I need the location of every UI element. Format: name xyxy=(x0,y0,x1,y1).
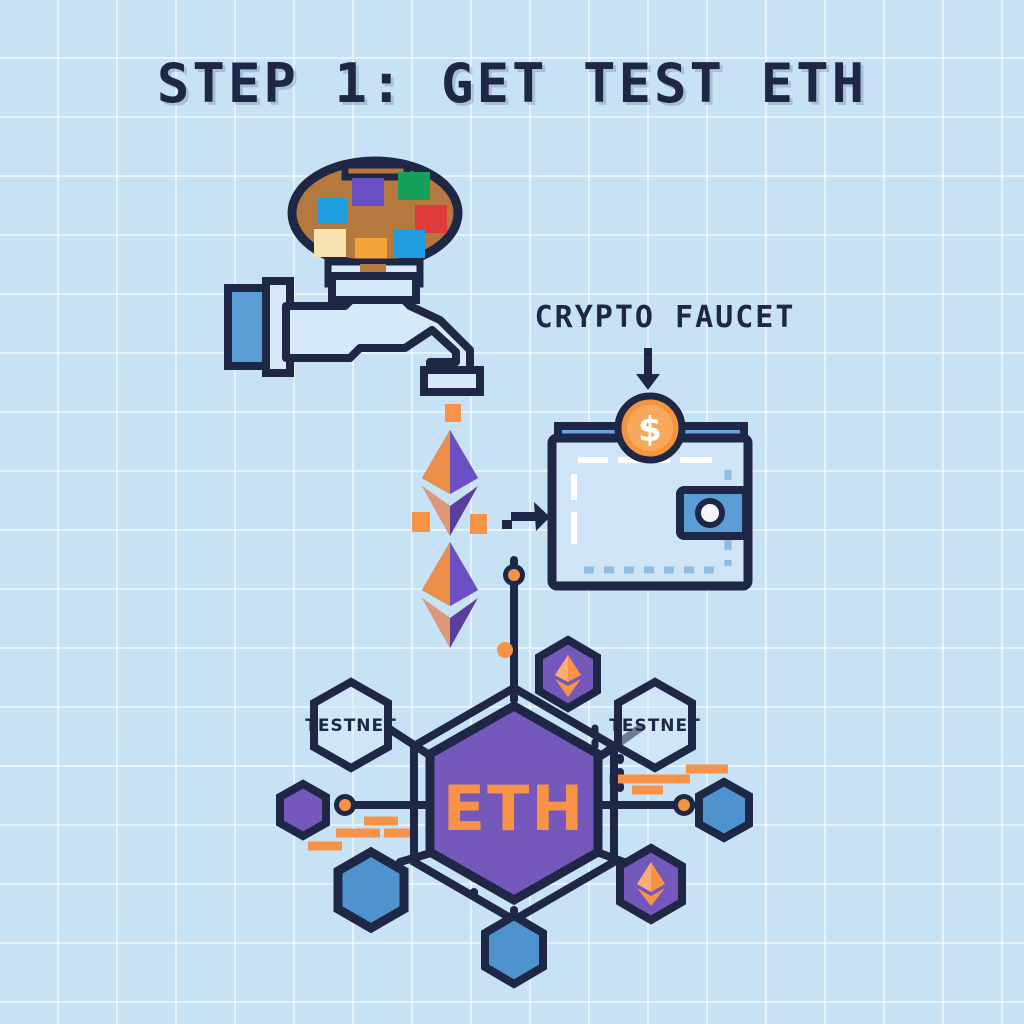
orange-dash-marks-right xyxy=(609,764,728,795)
arrow-right-icon xyxy=(502,502,550,531)
faucet-icon xyxy=(224,272,484,396)
blue-hex-right xyxy=(695,777,753,843)
paint-palette-icon xyxy=(287,156,463,288)
drip-droplet xyxy=(470,514,487,534)
eth-network-diagram: ETH TESTNET TESTNET xyxy=(276,556,753,989)
eth-coin-drip xyxy=(412,404,487,648)
testnet-hex-left-label: TESTNET xyxy=(305,716,397,736)
eth-diamond-logo xyxy=(422,542,478,648)
palette-swatch xyxy=(318,198,348,224)
eth-diamond-logo xyxy=(422,430,478,536)
palette-swatch xyxy=(393,230,425,258)
crypto-faucet-label: CRYPTO FAUCET xyxy=(534,300,796,335)
coin-symbol: $ xyxy=(638,410,662,450)
blue-hex-bottom xyxy=(481,911,547,989)
drip-droplet xyxy=(445,404,461,422)
wallet-icon: $ xyxy=(547,392,753,591)
palette-swatch xyxy=(352,178,384,206)
eth-hex-small-top xyxy=(535,635,601,713)
page-title: STEP 1: GET TEST ETH xyxy=(156,52,868,115)
purple-hex-left xyxy=(276,779,330,841)
eth-hex-node xyxy=(425,700,603,906)
arrow-down-icon xyxy=(636,348,660,390)
eth-hex-label: ETH xyxy=(443,772,586,845)
connector-dots xyxy=(334,564,695,816)
testnet-hex-right-label: TESTNET xyxy=(609,716,701,736)
palette-swatch xyxy=(415,205,447,233)
eth-hex-small-bottom-right xyxy=(616,843,686,925)
testnet-hex-left: TESTNET xyxy=(305,677,397,773)
drip-droplet xyxy=(412,512,430,532)
testnet-hex-right: TESTNET xyxy=(609,677,701,773)
palette-swatch xyxy=(314,229,346,257)
dollar-coin-icon: $ xyxy=(614,392,686,464)
palette-swatch xyxy=(398,172,430,200)
blue-hex-bottom-left xyxy=(333,846,409,934)
